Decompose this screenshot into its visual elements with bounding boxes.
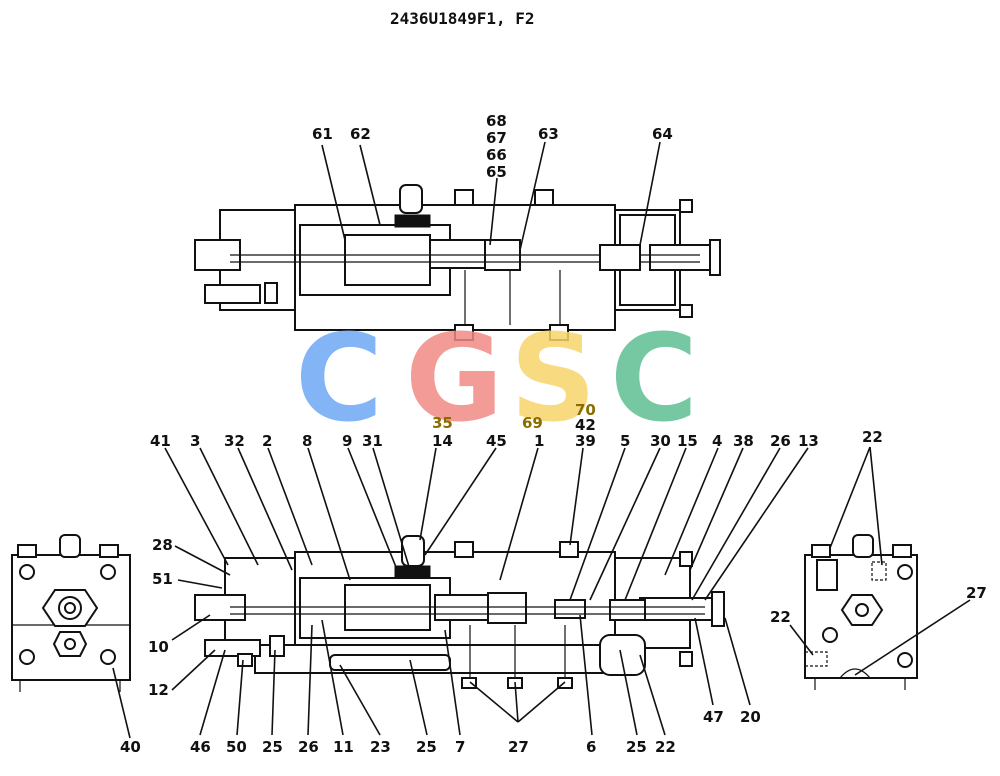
drawing-title: 2436U1849F1, F2 [390, 9, 535, 28]
label-13: 13 [798, 432, 819, 450]
label-70: 70 [575, 401, 596, 419]
label-15: 15 [677, 432, 698, 450]
label-66: 66 [486, 146, 507, 164]
label-45: 45 [486, 432, 507, 450]
label-11: 11 [333, 738, 354, 756]
label-65: 65 [486, 163, 507, 181]
label-7: 7 [455, 738, 465, 756]
label-69: 69 [522, 414, 543, 432]
label-9: 9 [342, 432, 352, 450]
label-35: 35 [432, 414, 453, 432]
label-22-top: 22 [862, 428, 883, 446]
label-31: 31 [362, 432, 383, 450]
label-68: 68 [486, 112, 507, 130]
label-12: 12 [148, 681, 169, 699]
label-38: 38 [733, 432, 754, 450]
label-5: 5 [620, 432, 630, 450]
watermark-letter-2: G [405, 310, 504, 449]
label-25-a: 25 [262, 738, 283, 756]
left-end-view [11, 534, 131, 692]
label-30: 30 [650, 432, 671, 450]
label-1: 1 [534, 432, 544, 450]
label-14: 14 [432, 432, 453, 450]
label-42: 42 [575, 416, 596, 434]
label-64: 64 [652, 125, 673, 143]
watermark-letter-3: S [510, 310, 596, 449]
label-27: 27 [508, 738, 529, 756]
label-4: 4 [712, 432, 722, 450]
label-22-b: 22 [655, 738, 676, 756]
label-27-right: 27 [966, 584, 987, 602]
label-61: 61 [312, 125, 333, 143]
label-20: 20 [740, 708, 761, 726]
watermark-logo: C G S C [295, 310, 698, 449]
right-end-view [804, 534, 918, 690]
label-62: 62 [350, 125, 371, 143]
label-25-c: 25 [626, 738, 647, 756]
label-47: 47 [703, 708, 724, 726]
label-67: 67 [486, 129, 507, 147]
label-23: 23 [370, 738, 391, 756]
label-25-b: 25 [416, 738, 437, 756]
main-section-valve [194, 535, 725, 689]
label-28: 28 [152, 536, 173, 554]
top-view-valve [194, 184, 721, 341]
label-22-side: 22 [770, 608, 791, 626]
label-6: 6 [586, 738, 596, 756]
label-40: 40 [120, 738, 141, 756]
label-3: 3 [190, 432, 200, 450]
watermark-letter-1: C [295, 310, 383, 449]
label-41: 41 [150, 432, 171, 450]
label-2: 2 [262, 432, 272, 450]
label-8: 8 [302, 432, 312, 450]
label-32: 32 [224, 432, 245, 450]
label-63: 63 [538, 125, 559, 143]
label-46: 46 [190, 738, 211, 756]
label-51: 51 [152, 570, 173, 588]
label-26-top: 26 [770, 432, 791, 450]
label-26-b: 26 [298, 738, 319, 756]
label-50: 50 [226, 738, 247, 756]
watermark-letter-4: C [610, 310, 698, 449]
label-39: 39 [575, 432, 596, 450]
label-10: 10 [148, 638, 169, 656]
